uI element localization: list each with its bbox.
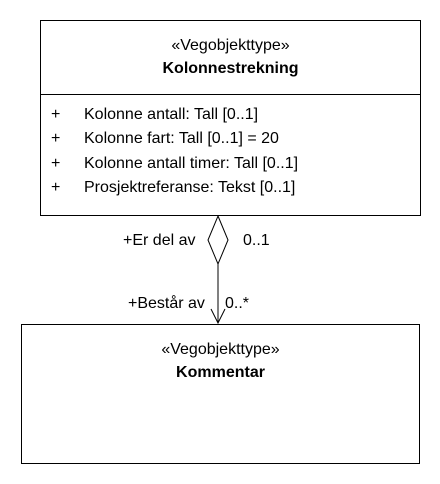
attribute-visibility: + <box>51 106 61 123</box>
attribute-list: + Kolonne antall: Tall [0..1] + Kolonne … <box>41 105 420 202</box>
attribute-row: + Kolonne antall timer: Tall [0..1] <box>41 154 420 178</box>
target-role-label: +Består av <box>128 295 205 312</box>
attribute-row: + Kolonne fart: Tall [0..1] = 20 <box>41 129 420 153</box>
attribute-row: + Kolonne antall: Tall [0..1] <box>41 105 420 129</box>
aggregation-diamond-icon <box>207 214 229 266</box>
attribute-text: Kolonne antall: Tall [0..1] <box>84 106 259 123</box>
class-name: Kommentar <box>176 364 265 381</box>
source-multiplicity-label: 0..1 <box>243 232 270 249</box>
source-role-label: +Er del av <box>123 232 196 249</box>
class-kolonnestrekning[interactable]: «Vegobjekttype» Kolonnestrekning + Kolon… <box>40 20 421 216</box>
attribute-visibility: + <box>51 154 61 172</box>
navigation-arrowhead-icon <box>210 308 226 325</box>
attribute-text: Kolonne fart: Tall [0..1] = 20 <box>84 130 279 148</box>
class-header: «Vegobjekttype» Kolonnestrekning <box>41 21 420 95</box>
attribute-row: + Prosjektreferanse: Tekst [0..1] <box>41 178 420 202</box>
attribute-visibility: + <box>51 178 61 196</box>
attribute-text: Kolonne antall timer: Tall [0..1] <box>84 154 299 172</box>
class-stereotype: «Vegobjekttype» <box>171 37 290 54</box>
target-multiplicity-label: 0..* <box>225 295 250 312</box>
attribute-visibility: + <box>51 130 61 148</box>
class-stereotype: «Vegobjekttype» <box>161 341 280 358</box>
class-name: Kolonnestrekning <box>162 60 299 77</box>
class-kommentar[interactable]: «Vegobjekttype» Kommentar <box>21 324 420 464</box>
class-header: «Vegobjekttype» Kommentar <box>22 325 419 383</box>
attribute-text: Prosjektreferanse: Tekst [0..1] <box>84 178 296 196</box>
